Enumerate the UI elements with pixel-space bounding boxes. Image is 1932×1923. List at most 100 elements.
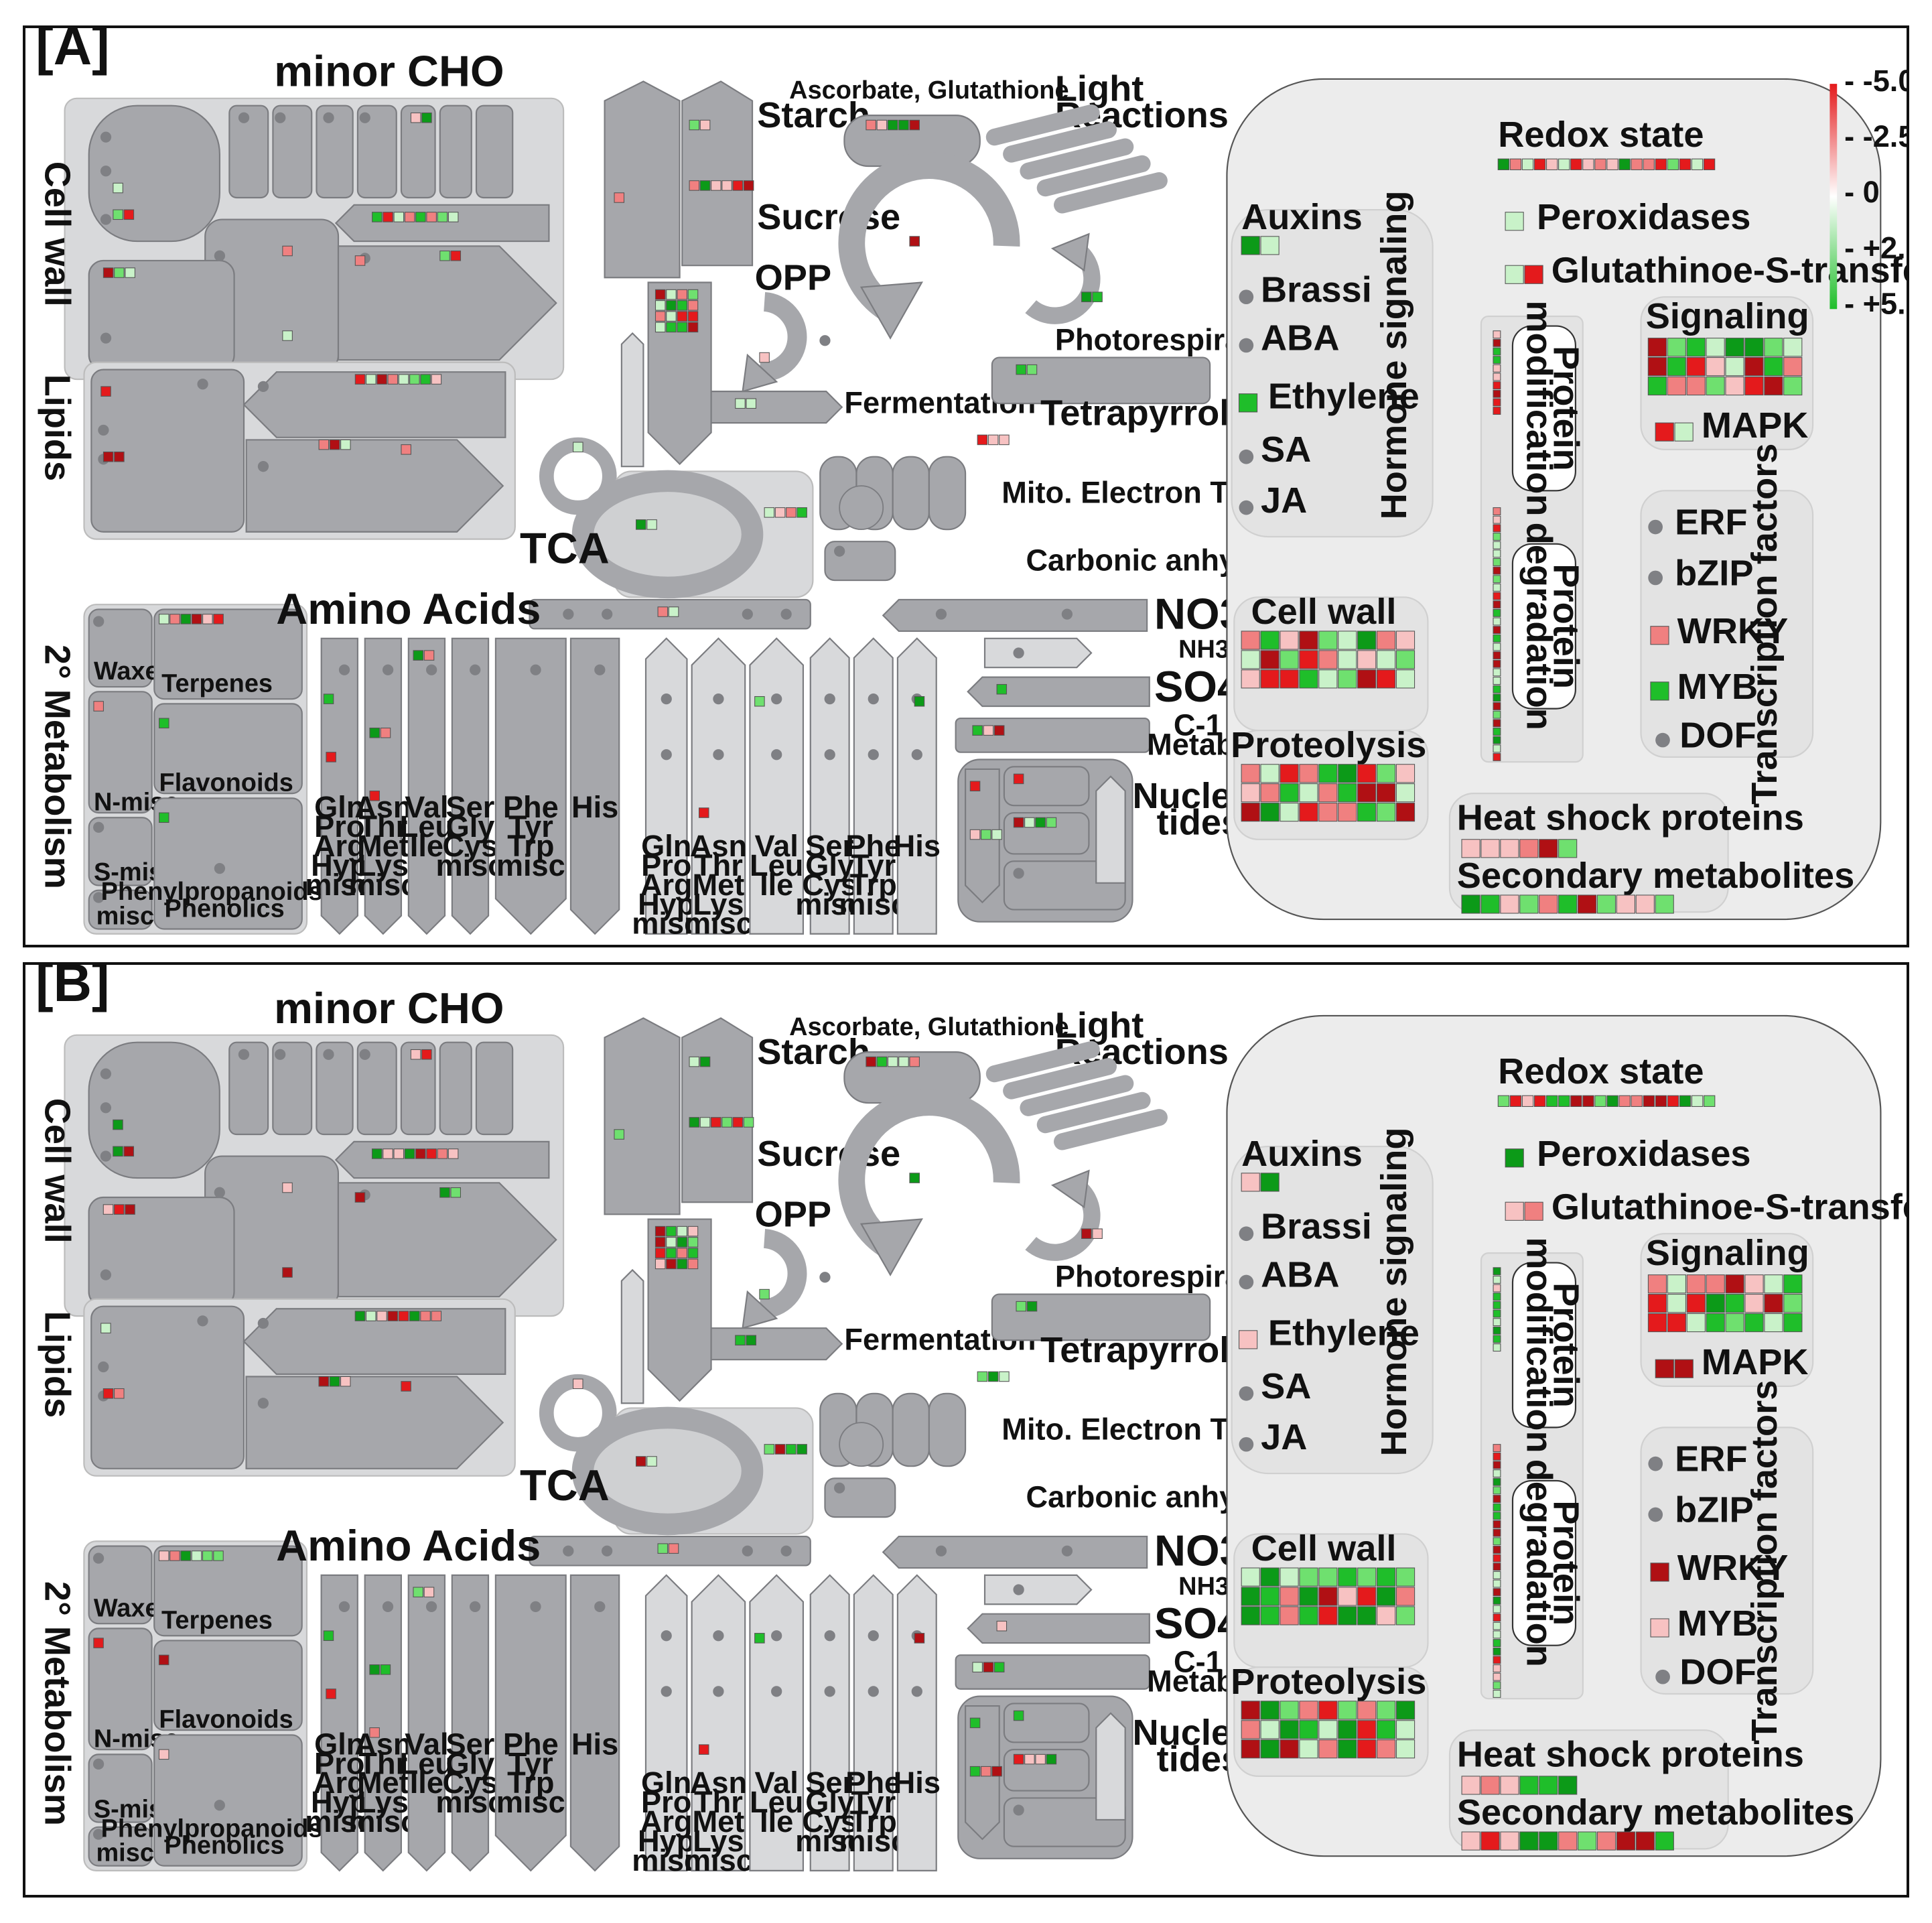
color-scale-tick-label: - 0 [1844,175,1880,209]
amino-acid-name: His [571,1727,618,1761]
thylakoid-stack [1054,172,1168,214]
minor-cho-column [400,105,436,199]
misc-label: misc [96,902,154,930]
expression-cell [1500,1831,1519,1851]
expression-cell [687,300,699,311]
amino-acid-synthesis-column [896,637,937,935]
expression-cell [202,614,213,624]
amino-acid-name: Phe [845,1766,901,1800]
expression-cell [1241,1701,1260,1720]
expression-cell [123,209,135,220]
expression-cell [1577,894,1597,914]
expression-cell [1238,393,1258,413]
expression-cell [898,1056,909,1067]
amino-acid-degradation-column [569,1574,620,1872]
protein-modification-label: modification [1519,1237,1560,1453]
dot [1648,1507,1663,1522]
expression-cell [614,1129,624,1140]
amino-acid-name: misc [632,907,701,941]
terpenes-label: Terpenes [161,669,273,698]
s-misc-box [88,817,153,886]
expression-cell [668,1543,679,1554]
dot [197,379,208,390]
expression-cell [1570,158,1582,170]
expression-cell [983,725,994,736]
expression-cell [410,112,421,123]
opp-arrowhead [742,1290,778,1329]
cell-wall-arrow [337,1182,557,1298]
expression-cell [1493,347,1501,356]
expression-cell [1241,631,1260,650]
expression-cell [1783,1313,1803,1333]
expression-cell [1539,1831,1558,1851]
lipids-arrow [245,439,504,533]
heat-shock-label: Heat shock proteins [1457,1734,1804,1774]
expression-cell [1280,1567,1299,1587]
expression-cell [423,1587,435,1597]
dot [98,424,109,436]
dot [819,1272,831,1283]
expression-cell [1461,839,1480,858]
expression-cell [1635,894,1655,914]
cell-wall-arrow [337,245,557,361]
expression-cell [1260,1720,1280,1739]
expression-cell [369,790,380,801]
dot [1239,289,1254,305]
mito-complex-round [839,485,884,531]
mapk-label: MAPK [1702,1342,1809,1382]
dot [100,1102,112,1114]
dot [868,1686,879,1697]
expression-cell [1667,1313,1686,1333]
protein-modification-label: Protein [1545,1282,1586,1408]
expression-cell [1764,338,1783,357]
expression-cell [113,1119,123,1130]
expression-cell [369,1727,380,1738]
amino-acid-synthesis-column [691,1574,746,1871]
expression-cell [1480,1776,1500,1795]
expression-cell [1357,783,1377,803]
expression-cell [1493,592,1501,600]
dot [563,1545,574,1556]
expression-cell [401,1381,411,1392]
expression-cell [1260,669,1280,689]
expression-cell [354,1311,366,1321]
mapk-label: MAPK [1702,405,1809,446]
proteolysis-label: Proteolysis [1231,725,1426,765]
expression-cell [102,1388,114,1399]
expression-cell [999,1371,1010,1382]
dot [275,1049,286,1060]
aba-label: ABA [1261,1255,1339,1295]
expression-cell [415,1148,426,1159]
expression-cell [774,1444,786,1455]
expression-cell [993,725,1005,736]
expression-cell [914,1633,925,1644]
expression-cell [326,752,336,762]
expression-cell [1493,1444,1501,1453]
protein-degradation-label: Protein [1545,1500,1586,1626]
dof-label: DOF [1679,1652,1756,1693]
tetrapyrrole-label: Tetrapyrrole [1040,1330,1249,1370]
amino-acid-degradation-column [569,637,620,935]
expression-cell [393,1148,405,1159]
minor-cho-column [228,1041,269,1136]
expression-cell [1280,1739,1299,1759]
dot [1648,519,1663,535]
expression-cell [1318,669,1338,689]
expression-cell [1493,736,1501,744]
amino-acid-name: Asn [354,790,411,824]
dot [713,1630,724,1642]
expression-cell [1744,1274,1764,1294]
amino-acid-name: Phe [845,829,901,863]
expression-cell [666,311,677,322]
expression-cell [1241,1587,1260,1606]
expression-cell [371,1148,383,1159]
expression-cell [1493,626,1501,635]
expression-cell [1545,158,1558,170]
expression-cell [1395,631,1416,650]
expression-cell [654,1258,666,1270]
amino-acid-name: Lys [358,848,409,882]
protein-modification-box [1511,325,1576,492]
expression-cell [158,1749,169,1760]
